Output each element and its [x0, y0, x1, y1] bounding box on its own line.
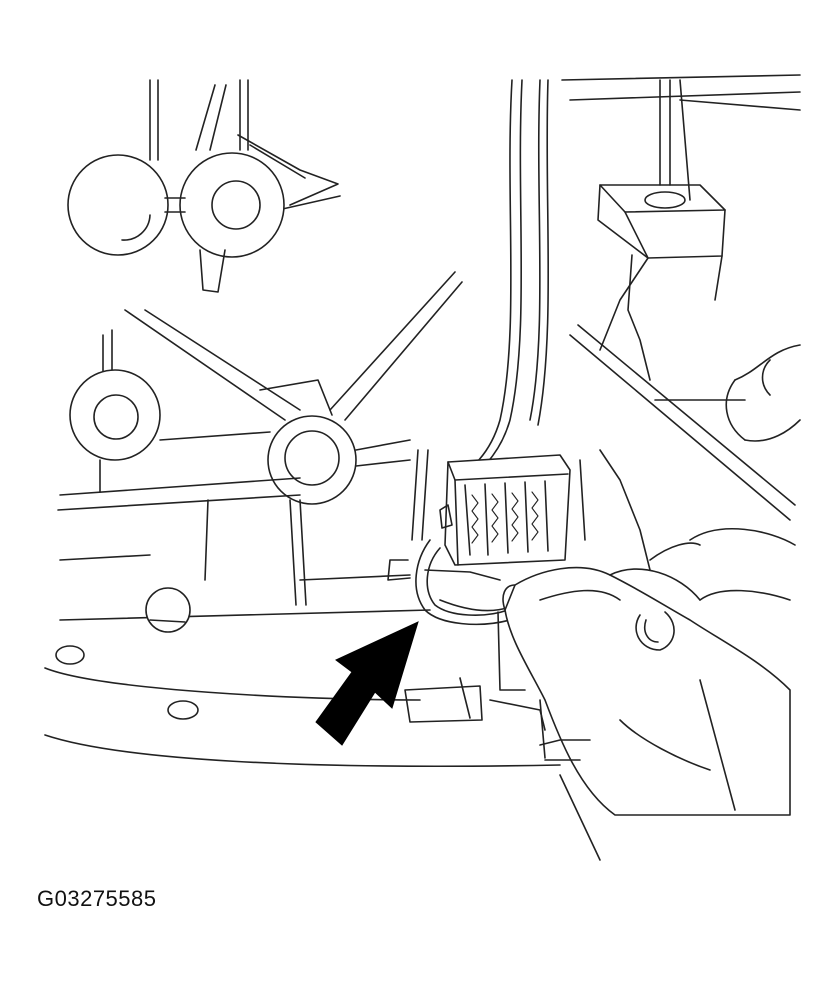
lower-housing: [44, 449, 651, 768]
arrow-icon: [315, 621, 419, 746]
figure-id-label: G03275585: [37, 886, 157, 911]
upper-right-bracket: [561, 74, 801, 381]
fluid-tube: [454, 79, 550, 486]
right-rods: [569, 324, 801, 521]
middle-bosses: [57, 271, 463, 606]
upper-bosses: [67, 79, 341, 293]
technician-hand: [502, 528, 796, 861]
electrical-connector: [415, 454, 571, 626]
transmission-valve-body-illustration: [44, 74, 801, 861]
